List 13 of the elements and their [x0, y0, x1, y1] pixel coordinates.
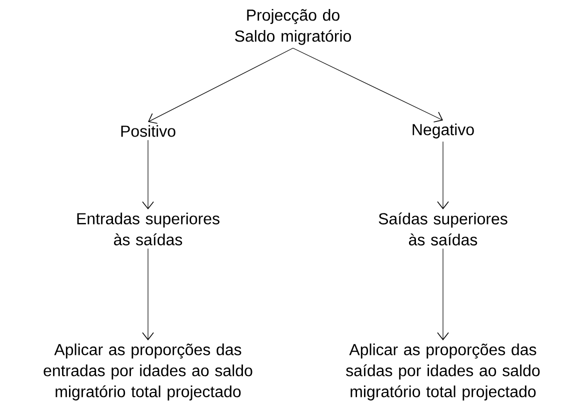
condition-text: Saídas superiores às saídas	[378, 212, 508, 246]
branch-label: Negativo	[412, 124, 474, 138]
branch-label: Positivo	[121, 125, 176, 137]
arrow	[142, 248, 154, 340]
arrow	[142, 140, 154, 210]
arrow	[148, 48, 294, 124]
arrow	[437, 141, 449, 210]
arrow	[292, 48, 443, 122]
arrow	[437, 248, 449, 340]
instruction-text: Aplicar as proporções das entradas por idades ao saldo migratório total projectado	[44, 344, 252, 400]
condition-text: Entradas superiores às saídas	[77, 212, 220, 246]
instruction-text: Aplicar as proporções das saídas por idades ao saldo migratório total projectado	[346, 344, 540, 400]
heading-text: Projecção do Saldo migratório	[235, 9, 351, 45]
